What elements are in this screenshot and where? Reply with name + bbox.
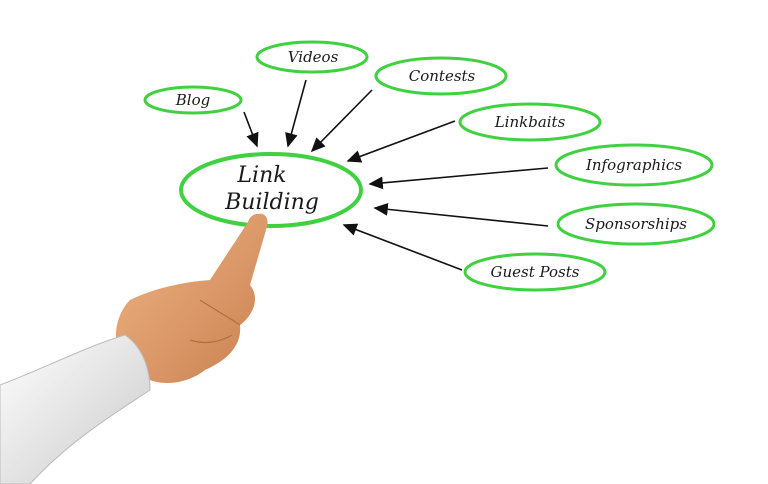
- linkbaits-ellipse: [458, 102, 602, 142]
- node-label-videos: Videos: [288, 48, 339, 66]
- node-label-infographics: Infographics: [585, 156, 682, 174]
- center-label-line1: Link: [236, 163, 286, 188]
- arrow-contests: [310, 89, 373, 153]
- node-label-linkbaits: Linkbaits: [494, 113, 566, 131]
- center-ellipse: [179, 152, 363, 228]
- blog-ellipse: [143, 85, 243, 115]
- node-label-sponsorships: Sponsorships: [585, 215, 687, 233]
- hand: [115, 213, 268, 384]
- center-label-line2: Building: [224, 190, 319, 215]
- guest-posts-ellipse: [463, 252, 607, 292]
- pointing-hand-illustration: [0, 213, 268, 484]
- node-label-blog: Blog: [175, 91, 210, 109]
- contests-ellipse: [374, 56, 508, 96]
- arrows: [243, 79, 549, 271]
- arrow-linkbaits: [346, 120, 456, 163]
- node-label-guest-posts: Guest Posts: [491, 263, 580, 281]
- sponsorships-ellipse: [556, 202, 716, 246]
- arrow-infographics: [368, 167, 549, 190]
- infographics-ellipse: [554, 143, 714, 187]
- shirt-sleeve: [0, 334, 151, 484]
- thumb-fold: [189, 299, 241, 344]
- videos-ellipse: [255, 40, 369, 74]
- arrow-guest-posts: [342, 223, 463, 271]
- node-label-contests: Contests: [409, 67, 476, 85]
- arrow-sponsorships: [373, 202, 549, 227]
- arrow-videos: [285, 79, 307, 148]
- arrow-blog: [243, 111, 259, 148]
